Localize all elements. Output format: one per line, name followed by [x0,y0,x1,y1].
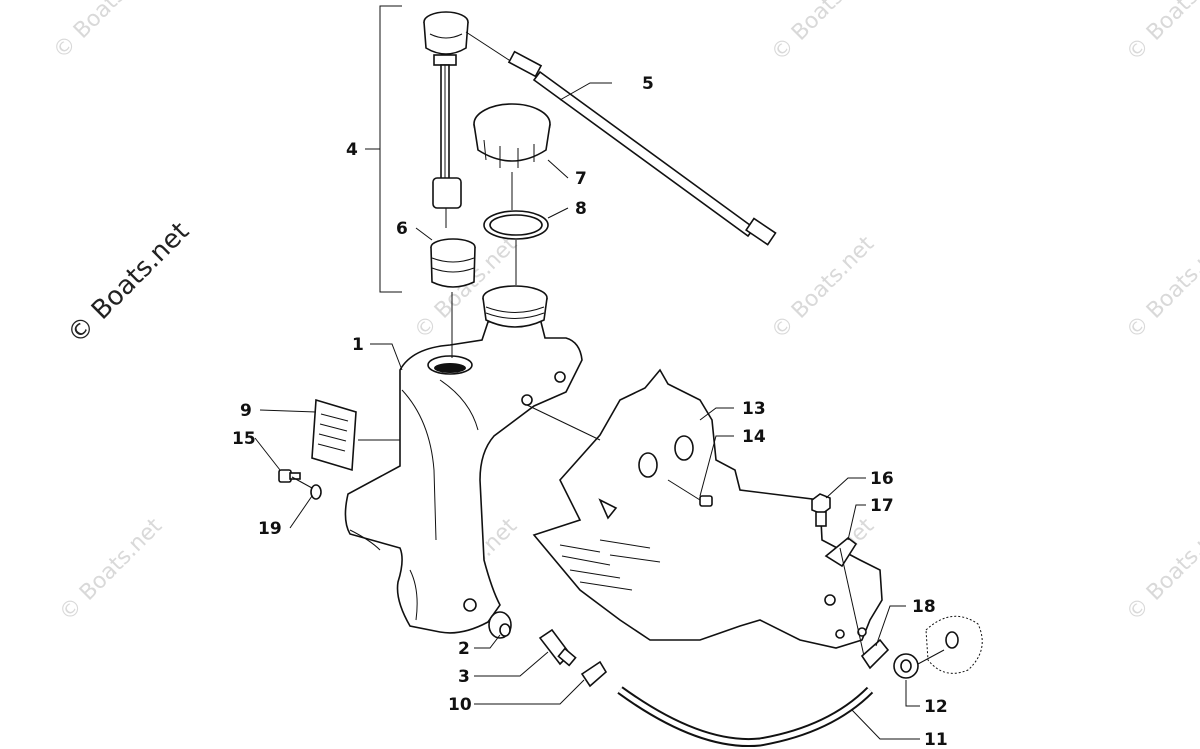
fuel-hose [617,686,874,748]
reference-panel [925,615,983,674]
sender-cable [465,31,777,246]
leader-lines [254,82,920,740]
washer-item-19 [310,484,322,500]
grommet-item-2 [488,611,512,639]
watermark-tile: © Boats.net [767,0,880,66]
grommet-item-12 [893,649,945,679]
fuel-cap [473,103,551,168]
grommet [430,238,476,288]
callout-10: 10 [448,695,472,715]
watermark-side: © Boats.net [62,217,195,350]
callout-labels: 1 2 3 4 5 6 7 8 9 10 11 12 13 14 15 16 1… [232,74,948,749]
assembly-lines [291,172,601,489]
callout-7: 7 [575,169,587,189]
callout-17: 17 [870,496,894,516]
clip-item-18 [860,638,890,670]
callout-19: 19 [258,519,282,539]
watermark-tile: © Boats.net [1122,513,1200,626]
fuel-sender-assembly [423,11,469,209]
hose-clamp [580,660,608,688]
callout-9: 9 [240,401,252,421]
callout-3: 3 [458,667,470,687]
skid-plate [532,368,883,649]
callout-18: 18 [912,597,936,617]
callout-6: 6 [396,219,408,239]
callout-14: 14 [742,427,766,447]
callout-15: 15 [232,429,256,449]
screw-item-15 [278,469,301,483]
o-ring [483,210,549,240]
fuel-tank [344,285,583,634]
callout-11: 11 [924,730,948,749]
watermark-tile: © Boats.net [55,513,168,626]
callout-2: 2 [458,639,470,659]
callout-1: 1 [352,335,364,355]
clip-item-17 [824,536,865,657]
warning-label [311,398,357,472]
watermark-tile: © Boats.net [1122,231,1200,344]
callout-12: 12 [924,697,948,717]
watermark-tile: © Boats.net [767,231,880,344]
watermark-tile: © Boats.net [1122,0,1200,66]
callout-13: 13 [742,399,766,419]
callout-16: 16 [870,469,894,489]
callout-4: 4 [346,140,358,160]
bracket-item-4 [365,5,402,293]
bolt-item-16 [811,493,831,527]
fitting-item-3 [538,628,577,667]
callout-5: 5 [642,74,654,94]
screw-item-14 [667,479,713,507]
watermark-tile: © Boats.net [49,0,162,64]
callout-8: 8 [575,199,587,219]
